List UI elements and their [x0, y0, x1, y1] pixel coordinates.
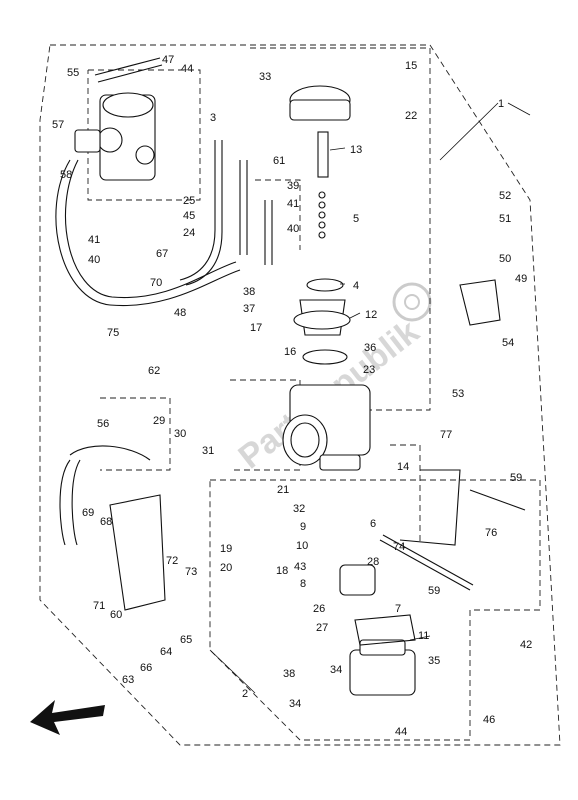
- callout-64: 64: [160, 646, 172, 658]
- callout-51: 51: [499, 213, 511, 225]
- callout-8: 8: [300, 578, 306, 590]
- callout-76: 76: [485, 527, 497, 539]
- callout-32: 32: [293, 503, 305, 515]
- callout-27: 27: [316, 622, 328, 634]
- callout-47: 47: [162, 54, 174, 66]
- callout-72: 72: [166, 555, 178, 567]
- hoses: [55, 140, 273, 546]
- callout-6: 6: [370, 518, 376, 530]
- callout-59a: 59: [510, 472, 522, 484]
- callout-36: 36: [364, 342, 376, 354]
- float-bowl: [339, 564, 416, 696]
- callout-66: 66: [140, 662, 152, 674]
- callout-50: 50: [499, 253, 511, 265]
- callout-13: 13: [350, 144, 362, 156]
- callout-5: 5: [353, 213, 359, 225]
- callout-3: 3: [210, 112, 216, 124]
- callout-34b: 34: [330, 664, 342, 676]
- callout-22: 22: [405, 110, 417, 122]
- callout-18: 18: [276, 565, 288, 577]
- callout-23: 23: [363, 364, 375, 376]
- carburetor-subassembly: [74, 57, 163, 181]
- callout-39: 39: [287, 180, 299, 192]
- callout-2: 2: [242, 688, 248, 700]
- callout-43: 43: [294, 561, 306, 573]
- callout-58: 58: [60, 169, 72, 181]
- callout-74: 74: [393, 541, 405, 553]
- callout-52: 52: [499, 190, 511, 202]
- callout-44a: 44: [181, 63, 193, 75]
- callout-20: 20: [220, 562, 232, 574]
- callout-41a: 41: [88, 234, 100, 246]
- carburetor-body: [282, 384, 371, 471]
- callout-67: 67: [156, 248, 168, 260]
- callout-57: 57: [52, 119, 64, 131]
- callout-24: 24: [183, 227, 195, 239]
- callout-16: 16: [284, 346, 296, 358]
- callout-31: 31: [202, 445, 214, 457]
- callout-38b: 38: [283, 668, 295, 680]
- callout-75: 75: [107, 327, 119, 339]
- callout-28: 28: [367, 556, 379, 568]
- callout-29: 29: [153, 415, 165, 427]
- callout-41b: 41: [287, 198, 299, 210]
- callout-70: 70: [150, 277, 162, 289]
- front-direction-arrow-icon: [30, 700, 105, 735]
- callout-53: 53: [452, 388, 464, 400]
- callout-56: 56: [97, 418, 109, 430]
- callout-19: 19: [220, 543, 232, 555]
- callout-7: 7: [395, 603, 401, 615]
- callout-54: 54: [502, 337, 514, 349]
- callout-35: 35: [428, 655, 440, 667]
- callout-55: 55: [67, 67, 79, 79]
- callout-17: 17: [250, 322, 262, 334]
- callout-77: 77: [440, 429, 452, 441]
- callout-49: 49: [515, 273, 527, 285]
- callout-11: 11: [418, 630, 429, 642]
- callout-21: 21: [277, 484, 289, 496]
- callout-1: 1: [498, 98, 504, 110]
- callout-61: 61: [273, 155, 285, 167]
- callout-34a: 34: [289, 698, 301, 710]
- callout-44b: 44: [395, 726, 407, 738]
- callout-68: 68: [100, 516, 112, 528]
- callout-60: 60: [110, 609, 122, 621]
- callout-15: 15: [405, 60, 417, 72]
- callout-63: 63: [122, 674, 134, 686]
- callout-65: 65: [180, 634, 192, 646]
- brackets: [109, 279, 526, 611]
- diaphragm-assembly: [289, 85, 351, 365]
- callout-40b: 40: [287, 223, 299, 235]
- callout-71: 71: [93, 600, 105, 612]
- callout-9: 9: [300, 521, 306, 533]
- callout-14: 14: [397, 461, 409, 473]
- callout-46: 46: [483, 714, 495, 726]
- callout-73: 73: [185, 566, 197, 578]
- callout-33: 33: [259, 71, 271, 83]
- leader-lines: [209, 102, 531, 694]
- callout-40a: 40: [88, 254, 100, 266]
- callout-42: 42: [520, 639, 532, 651]
- callout-10: 10: [296, 540, 308, 552]
- callout-69: 69: [82, 507, 94, 519]
- callout-4: 4: [353, 280, 359, 292]
- callout-45: 45: [183, 210, 195, 222]
- callout-25: 25: [183, 195, 195, 207]
- callout-26: 26: [313, 603, 325, 615]
- callout-38a: 38: [243, 286, 255, 298]
- callout-59b: 59: [428, 585, 440, 597]
- callout-37: 37: [243, 303, 255, 315]
- callout-30: 30: [174, 428, 186, 440]
- callout-48: 48: [174, 307, 186, 319]
- callout-labels: 1 2 3 4 5 6 7 8 9 10 11 12 13 14 15 16 1…: [52, 54, 532, 738]
- gear-watermark-icon: [392, 282, 432, 322]
- callout-12: 12: [365, 309, 377, 321]
- callout-62: 62: [148, 365, 160, 377]
